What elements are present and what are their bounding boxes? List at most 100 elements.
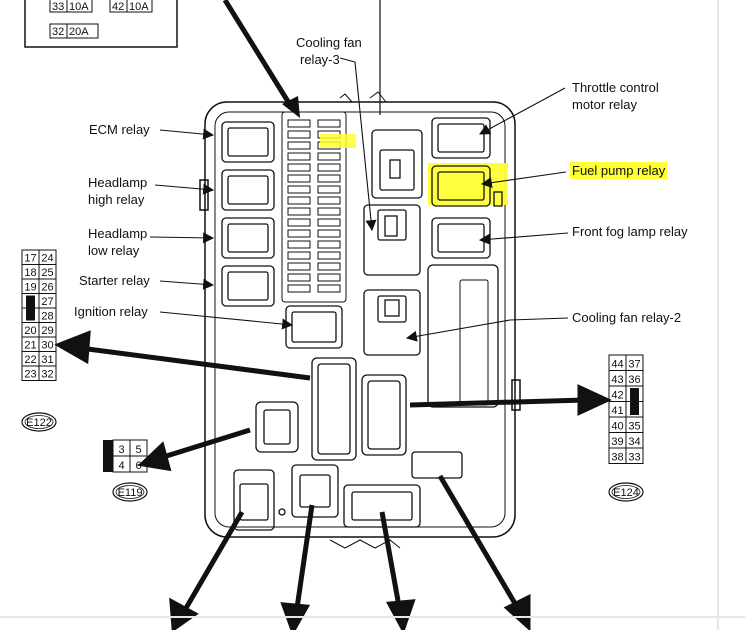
fuse-slot xyxy=(287,229,311,238)
fuse-slot xyxy=(317,240,341,249)
fuse-slot xyxy=(317,229,341,238)
connector-id-oval-inner xyxy=(115,485,145,499)
connector-pin: 25 xyxy=(41,267,53,279)
cooling-fan-relay-2-label: Cooling fan relay-2 xyxy=(572,310,682,325)
connector-pin: 17 xyxy=(24,253,36,265)
fuse-slot xyxy=(287,119,311,128)
connector-pin: 44 xyxy=(611,359,623,371)
fuse-slot xyxy=(317,185,341,194)
fuel-pump-highlight xyxy=(428,163,508,205)
fuel-pump-relay-label: Fuel pump relay xyxy=(570,162,668,179)
fuse-slot xyxy=(317,119,341,128)
relay-sockets-right xyxy=(427,117,499,408)
connector-pin: 23 xyxy=(24,369,36,381)
ignition-relay-label: Ignition relay xyxy=(74,304,148,319)
connector-pin: 21 xyxy=(24,340,36,352)
fuse-slot xyxy=(287,174,311,183)
throttle-relay-label: Throttle control xyxy=(572,80,659,95)
fuse-slot xyxy=(287,207,311,216)
fuse-highlight xyxy=(320,134,356,148)
connector-pin: 29 xyxy=(41,325,53,337)
fuse-slot xyxy=(287,262,311,271)
connector-pin: 39 xyxy=(611,436,623,448)
page-edge-right xyxy=(717,0,719,630)
fuse-slot xyxy=(287,251,311,260)
connector-pin: 38 xyxy=(611,452,623,464)
throttle-relay-label-2: motor relay xyxy=(572,97,638,112)
connector-pin: 37 xyxy=(628,359,640,371)
connector-pin: 31 xyxy=(41,354,53,366)
fuse-block xyxy=(281,111,347,303)
connector-pin: 30 xyxy=(41,340,53,352)
headlamp-low-relay-label-2: low relay xyxy=(88,243,140,258)
fuse-slot xyxy=(287,152,311,161)
fuse-32: 32 xyxy=(52,26,64,38)
box-connectors xyxy=(233,357,463,531)
fuse-slot xyxy=(317,284,341,293)
connector-cell xyxy=(625,447,644,464)
connector-pin: 26 xyxy=(41,282,53,294)
fuse-42: 42 xyxy=(112,1,124,13)
fuse-slot xyxy=(287,185,311,194)
cooling-fan-relay-3-label: Cooling fan xyxy=(296,35,362,50)
connector-pin: 18 xyxy=(24,267,36,279)
fuse-slot xyxy=(287,141,311,150)
connector-pin: 20 xyxy=(24,325,36,337)
fuse-slot xyxy=(317,163,341,172)
fuse-table: 33 10A 42 10A 32 20A xyxy=(24,0,178,48)
connector-pin: 19 xyxy=(24,282,36,294)
fuse-slot xyxy=(317,218,341,227)
connector-pin: 24 xyxy=(41,253,53,265)
fuse-slot xyxy=(317,251,341,260)
connector-key xyxy=(630,388,639,415)
connector-pin: 28 xyxy=(41,311,53,323)
cooling-fan-relay-3-label-2: relay-3 xyxy=(300,52,340,67)
connector-id: E119 xyxy=(118,487,143,499)
headlamp-low-relay-label: Headlamp xyxy=(88,226,148,241)
fuse-slot xyxy=(287,163,311,172)
connector-cell xyxy=(38,365,57,381)
connector-pin: 27 xyxy=(41,296,53,308)
connector-pin: 22 xyxy=(24,354,36,366)
fuse-slot xyxy=(287,273,311,282)
connector-id-oval-inner xyxy=(24,415,54,429)
connector-key xyxy=(103,440,113,472)
connector-cell xyxy=(129,455,148,473)
fuse-33: 33 xyxy=(52,1,64,13)
connector-pin: 5 xyxy=(135,444,141,456)
connector-pin: 36 xyxy=(628,374,640,386)
fuse-slot xyxy=(317,262,341,271)
relay-sockets-center xyxy=(363,129,423,356)
connector-id: E124 xyxy=(613,487,639,499)
connector-pin: 40 xyxy=(611,421,623,433)
fuse-slot xyxy=(287,196,311,205)
headlamp-high-relay-label-2: high relay xyxy=(88,192,145,207)
connector-pin: 34 xyxy=(628,436,640,448)
starter-relay-label: Starter relay xyxy=(79,273,150,288)
fuse-slot xyxy=(317,152,341,161)
fuse-slot xyxy=(287,130,311,139)
connector-pin: 4 xyxy=(118,460,124,472)
fuse-slot xyxy=(317,196,341,205)
connector-id-oval-inner xyxy=(611,485,641,499)
ecm-relay-label: ECM relay xyxy=(89,122,150,137)
fuse-slot xyxy=(317,207,341,216)
connector-pin: 43 xyxy=(611,374,623,386)
fuse-slot xyxy=(317,174,341,183)
connector-pin: 41 xyxy=(611,405,623,417)
front-fog-lamp-relay-label: Front fog lamp relay xyxy=(572,224,688,239)
connector-pin: 32 xyxy=(41,369,53,381)
fuse-32-rating: 20A xyxy=(69,26,89,38)
connector-key xyxy=(26,295,35,321)
connector-pin: 6 xyxy=(135,460,141,472)
connector-pin: 3 xyxy=(118,444,124,456)
connector-id-oval xyxy=(608,482,644,502)
connector-pin: 35 xyxy=(628,421,640,433)
relay-box-outline xyxy=(199,91,521,549)
fuse-33-rating: 10A xyxy=(69,1,89,13)
connector-id: E122 xyxy=(26,417,52,429)
headlamp-high-relay-label: Headlamp xyxy=(88,175,148,190)
